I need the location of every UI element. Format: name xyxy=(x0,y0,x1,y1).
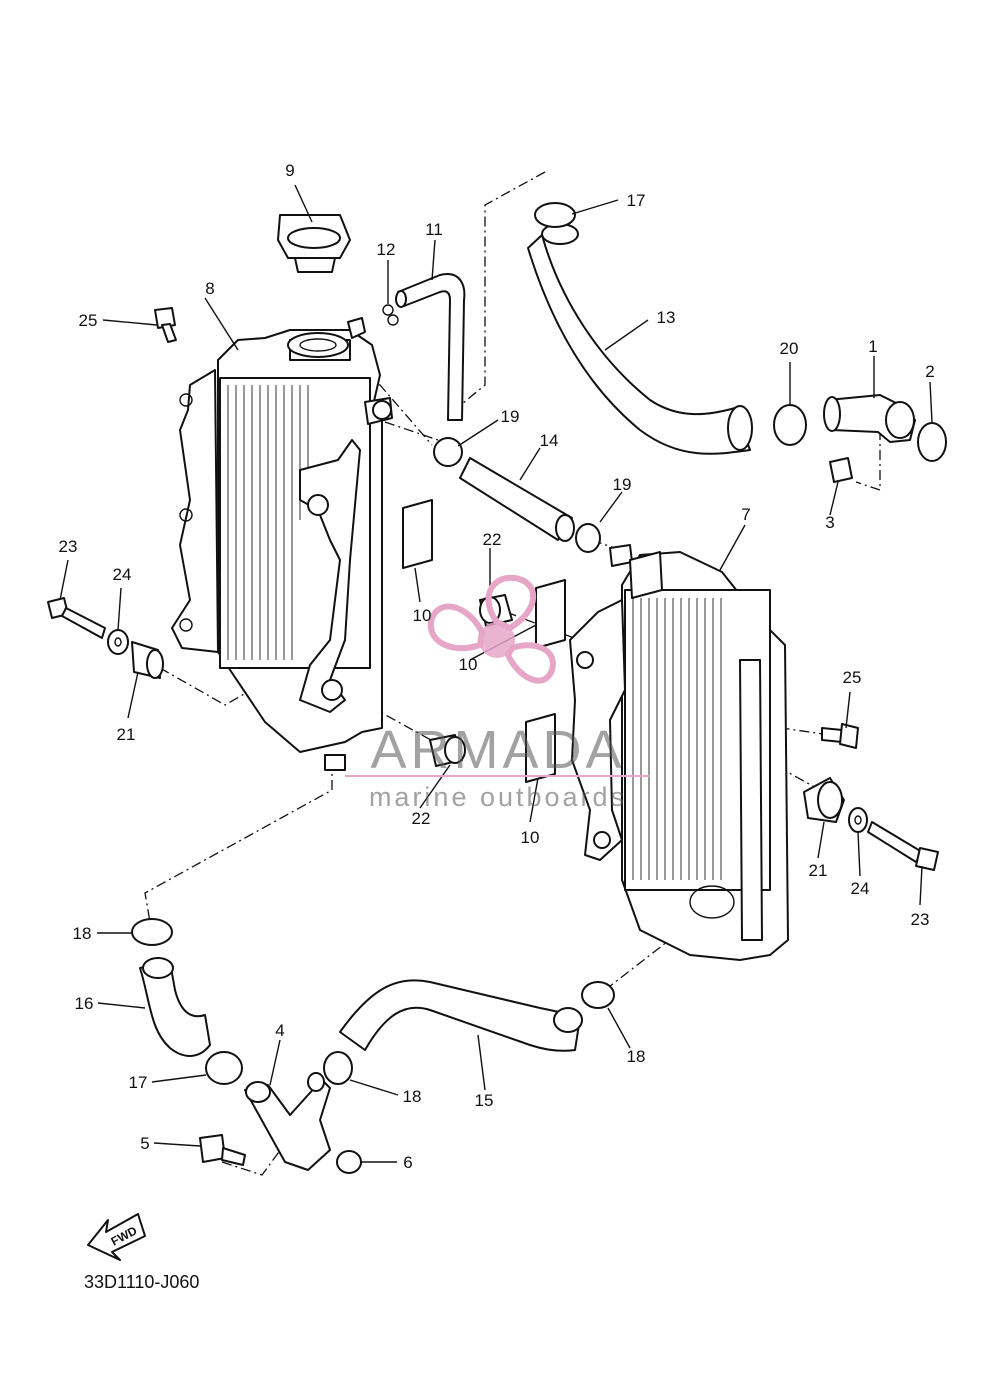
hose-14 xyxy=(459,457,575,542)
hose-16 xyxy=(139,957,211,1057)
callout-21-left: 21 xyxy=(117,725,136,744)
callout-3: 3 xyxy=(825,513,834,532)
callout-24-left: 24 xyxy=(113,565,132,584)
o-ring-2 xyxy=(917,422,947,462)
callout-18-middle: 18 xyxy=(403,1087,422,1106)
callout-labels: 1 2 3 4 5 6 7 8 9 10 10 10 11 12 13 14 1… xyxy=(59,161,935,1172)
right-radiator-core-fins xyxy=(632,598,722,880)
left-radiator xyxy=(171,317,393,771)
radiator-cap-9 xyxy=(277,214,351,273)
bolt-23-right xyxy=(867,821,939,871)
armada-watermark: ARMADA marine outboards xyxy=(345,574,650,812)
right-radiator xyxy=(569,544,789,961)
callout-20: 20 xyxy=(780,339,799,358)
o-ring-6 xyxy=(336,1150,362,1174)
callout-10c: 10 xyxy=(521,828,540,847)
watermark-brand: ARMADA xyxy=(370,720,625,780)
bolt-25-left xyxy=(154,307,177,343)
callout-5: 5 xyxy=(140,1134,149,1153)
guards-10 xyxy=(402,499,566,783)
callout-10b: 10 xyxy=(459,655,478,674)
callout-23-right: 23 xyxy=(911,910,930,929)
fwd-arrow-icon: FWD xyxy=(87,1213,146,1261)
hose-13 xyxy=(527,223,753,455)
fitting-1 xyxy=(823,394,916,443)
callout-4: 4 xyxy=(275,1021,284,1040)
callout-24-right: 24 xyxy=(851,879,870,898)
bolt-5 xyxy=(199,1134,246,1166)
callout-25-right: 25 xyxy=(843,668,862,687)
callout-9: 9 xyxy=(285,161,294,180)
callout-17-bottom: 17 xyxy=(129,1073,148,1092)
callout-19-top: 19 xyxy=(501,407,520,426)
callout-17-top: 17 xyxy=(627,191,646,210)
callout-21-right: 21 xyxy=(809,861,828,880)
fitting-4 xyxy=(244,1072,331,1171)
bolt-23-left xyxy=(47,597,106,639)
callout-19-right: 19 xyxy=(613,475,632,494)
callout-16: 16 xyxy=(75,994,94,1013)
callout-12: 12 xyxy=(377,240,396,259)
callout-14: 14 xyxy=(540,431,559,450)
bolt-25-right xyxy=(821,723,859,749)
callout-7: 7 xyxy=(741,505,750,524)
callout-22-bottom: 22 xyxy=(412,809,431,828)
bolt-3 xyxy=(829,457,853,483)
clip-12 xyxy=(382,304,399,326)
watermark-tagline: marine outboards xyxy=(369,782,627,812)
left-radiator-core-fins xyxy=(227,385,309,660)
drawing-code: 33D1110-J060 xyxy=(84,1272,199,1292)
callout-22-top: 22 xyxy=(483,530,502,549)
callout-13: 13 xyxy=(657,308,676,327)
callout-6: 6 xyxy=(403,1153,412,1172)
hose-11 xyxy=(395,273,466,421)
callout-10a: 10 xyxy=(413,606,432,625)
hose-15 xyxy=(339,979,583,1052)
grommets-21 xyxy=(131,641,845,823)
callout-25-left: 25 xyxy=(79,311,98,330)
callout-15: 15 xyxy=(475,1091,494,1110)
callout-1: 1 xyxy=(868,337,877,356)
propeller-logo xyxy=(427,574,556,684)
callout-11: 11 xyxy=(425,220,443,239)
callout-23-left: 23 xyxy=(59,537,78,556)
callout-8: 8 xyxy=(205,279,214,298)
callout-2: 2 xyxy=(925,362,934,381)
callout-18-left: 18 xyxy=(73,924,92,943)
callout-18-right: 18 xyxy=(627,1047,646,1066)
